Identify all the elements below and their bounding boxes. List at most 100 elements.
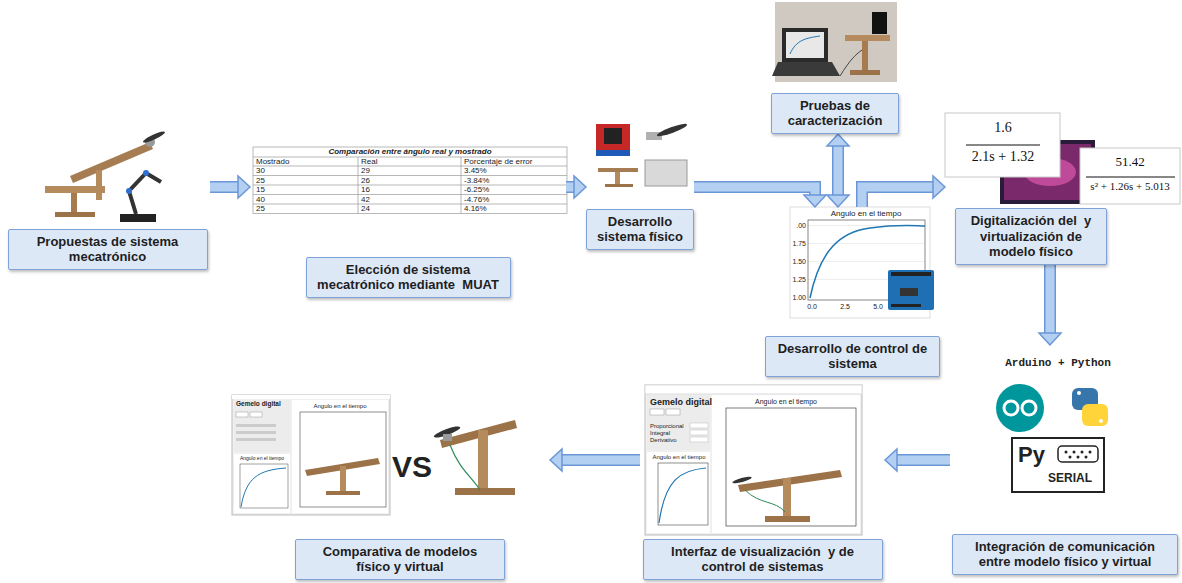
axis-tick: 1.50 bbox=[792, 258, 806, 265]
versus-mark: VS bbox=[392, 452, 432, 482]
comparison-images bbox=[250, 412, 262, 417]
comparison-images bbox=[443, 434, 452, 441]
gui-screenshot bbox=[783, 478, 791, 516]
table-cell: 4.16% bbox=[464, 205, 487, 213]
arrow-shaft bbox=[862, 187, 933, 207]
table-cell: 42 bbox=[361, 196, 370, 204]
software-logos bbox=[1022, 401, 1036, 415]
arrow-shaft bbox=[834, 146, 843, 195]
gui-screenshot bbox=[645, 385, 862, 535]
arrow-shaft bbox=[562, 456, 640, 465]
arrow-head bbox=[885, 449, 897, 471]
table-grid bbox=[358, 157, 359, 214]
arrow-head bbox=[574, 176, 586, 198]
plot-title: Angulo en el tiempo bbox=[755, 398, 817, 405]
test-photo bbox=[840, 50, 862, 76]
response-plot bbox=[808, 261, 925, 262]
arrow-shaft bbox=[897, 456, 950, 465]
laptop-and-formulas bbox=[945, 113, 1060, 177]
process-step: Propuestas de sistema mecatrónico bbox=[5, 135, 210, 270]
table-grid bbox=[253, 194, 567, 195]
table-cell: 30 bbox=[256, 167, 265, 175]
arrow-shaft bbox=[1046, 265, 1055, 333]
software-logos bbox=[1081, 451, 1084, 454]
response-plot bbox=[808, 243, 925, 244]
table-cell: 24 bbox=[361, 205, 370, 213]
gui-screenshot bbox=[650, 409, 664, 415]
flow-arrow bbox=[210, 176, 250, 198]
step-label: Desarrollo de control de sistema bbox=[765, 336, 940, 377]
software-logos bbox=[1085, 456, 1088, 459]
flow-arrow bbox=[1039, 265, 1061, 345]
table-cell: 25 bbox=[256, 177, 265, 185]
arrow-head bbox=[933, 176, 945, 198]
comparison-images bbox=[340, 466, 346, 492]
gui-screenshot bbox=[645, 385, 862, 394]
response-plot bbox=[808, 220, 925, 300]
table-header: Porcentaje de error bbox=[464, 158, 532, 166]
axis-tick: 2.5 bbox=[840, 303, 850, 310]
table-cell: 26 bbox=[361, 177, 370, 185]
axis-tick: 0.0 bbox=[807, 303, 817, 310]
formula-term: 2.1s + 1.32 bbox=[972, 150, 1034, 164]
flow-arrow bbox=[694, 187, 826, 207]
comparison-images bbox=[232, 395, 517, 515]
table-grid bbox=[253, 147, 567, 214]
gui-screenshot bbox=[732, 475, 752, 484]
logo-text: Py bbox=[1018, 444, 1045, 466]
response-plot bbox=[891, 272, 931, 276]
arrow-shaft-outline bbox=[897, 454, 950, 466]
prototype-photos bbox=[45, 130, 166, 222]
process-step: Pruebas de caracterización bbox=[770, 0, 900, 134]
prototype-photos bbox=[126, 188, 132, 194]
step-label: Integración de comunicación entre modelo… bbox=[952, 534, 1178, 575]
gui-screenshot bbox=[690, 423, 708, 428]
comparison-images bbox=[450, 445, 480, 490]
prototype-photos bbox=[120, 214, 156, 222]
hardware-photos bbox=[605, 184, 633, 187]
software-logos bbox=[1065, 451, 1068, 454]
logo-text: Arduino + Python bbox=[1005, 358, 1111, 369]
comparison-images bbox=[478, 430, 488, 488]
arrow-head bbox=[238, 176, 250, 198]
prototype-photos bbox=[45, 186, 105, 193]
gui-screenshot bbox=[726, 408, 856, 526]
prototype-photos bbox=[55, 212, 95, 217]
response-plot bbox=[900, 288, 918, 296]
test-photo bbox=[772, 62, 840, 76]
arrow-shaft bbox=[566, 183, 574, 192]
gui-text: Proporcional bbox=[650, 423, 684, 429]
formula-term: 1.6 bbox=[994, 121, 1012, 135]
table-grid bbox=[253, 147, 567, 214]
hardware-photos bbox=[596, 150, 630, 156]
comparison-images bbox=[232, 395, 390, 399]
step-label: Desarrollo sistema físico bbox=[586, 209, 694, 250]
process-step: Integración de comunicación entre modelo… bbox=[950, 345, 1180, 575]
flow-arrow bbox=[827, 134, 849, 207]
table-grid bbox=[253, 204, 567, 205]
gui-text: Gemelo digital bbox=[236, 401, 281, 408]
axis-tick: 1.00 bbox=[792, 294, 806, 301]
comparison-images bbox=[241, 468, 286, 507]
response-plot bbox=[790, 207, 934, 318]
software-logos bbox=[1069, 456, 1072, 459]
arrow-shaft-outline bbox=[862, 187, 933, 207]
laptop-and-formulas bbox=[945, 113, 1180, 204]
gui-screenshot bbox=[765, 516, 810, 522]
software-logos bbox=[1099, 419, 1103, 423]
axis-tick: .00 bbox=[796, 222, 806, 229]
gui-screenshot bbox=[745, 490, 785, 512]
flow-arrow bbox=[566, 176, 586, 198]
table-cell: 15 bbox=[256, 186, 265, 194]
gui-screenshot bbox=[658, 463, 708, 525]
gui-screenshot bbox=[666, 409, 680, 415]
comparison-images bbox=[236, 438, 276, 441]
step-label: Propuestas de sistema mecatrónico bbox=[8, 229, 208, 270]
flow-arrow bbox=[885, 449, 950, 471]
table-grid bbox=[253, 185, 567, 186]
comparison-images bbox=[232, 395, 390, 515]
axis-tick: 1.25 bbox=[792, 276, 806, 283]
